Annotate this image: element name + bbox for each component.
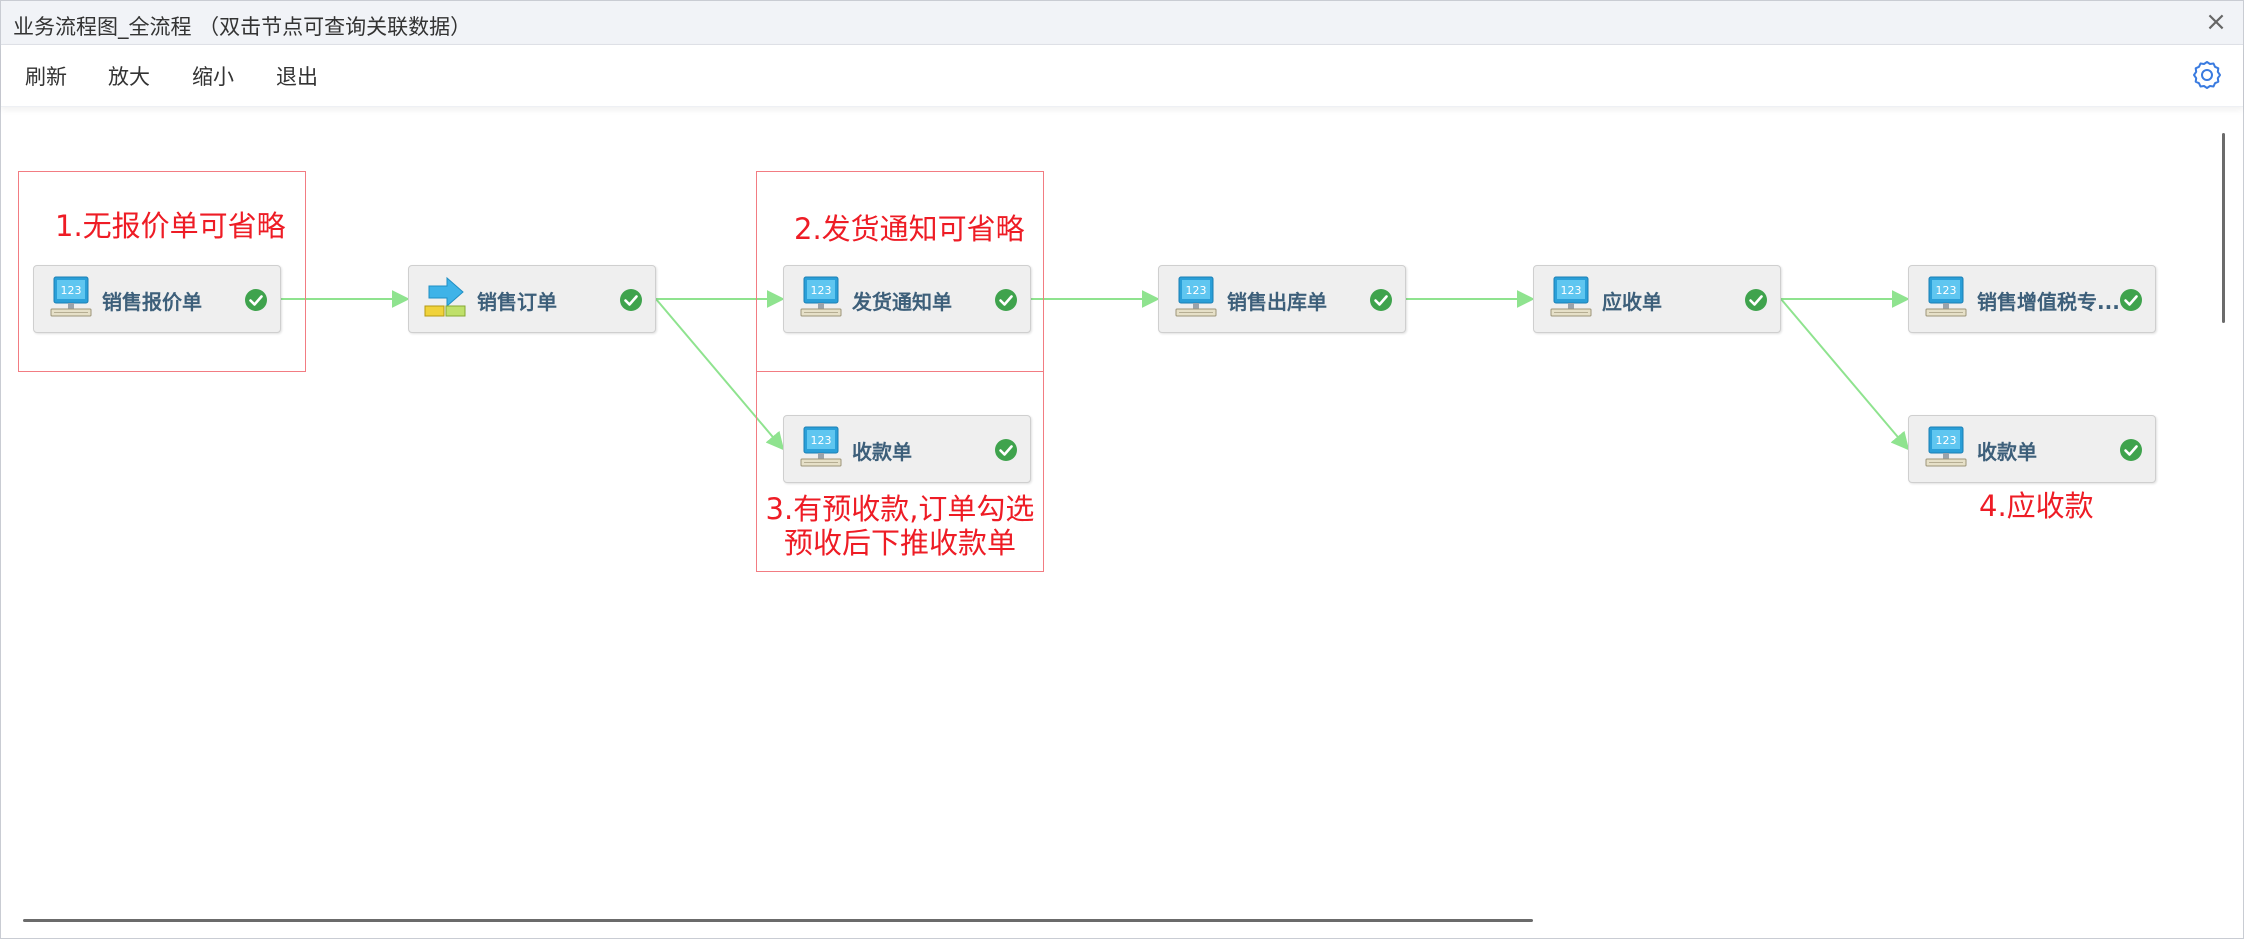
annotation-2: 2.发货通知可省略 <box>794 212 1025 246</box>
zoom-in-button[interactable]: 放大 <box>108 65 150 89</box>
svg-text:123: 123 <box>1936 284 1957 297</box>
node-label: 收款单 <box>852 440 912 464</box>
check-circle-icon <box>244 288 268 312</box>
svg-text:123: 123 <box>811 434 832 447</box>
node-label: 销售报价单 <box>102 290 202 314</box>
arrow-transfer-icon <box>423 274 469 320</box>
monitor-123-icon: 123 <box>1173 274 1219 320</box>
annotation-box-1 <box>18 171 306 372</box>
node-delivery-notice[interactable]: 123 发货通知单 <box>783 265 1031 333</box>
svg-text:123: 123 <box>61 284 82 297</box>
refresh-button[interactable]: 刷新 <box>25 65 67 89</box>
title-bar: 业务流程图_全流程 （双击节点可查询关联数据） × <box>1 1 2243 45</box>
check-circle-icon <box>1744 288 1768 312</box>
annotation-4: 4.应收款 <box>1979 489 2094 523</box>
node-sales-quote[interactable]: 123 销售报价单 <box>33 265 281 333</box>
exit-button[interactable]: 退出 <box>276 65 318 89</box>
check-circle-icon <box>994 288 1018 312</box>
annotation-3-line-1: 3.有预收款,订单勾选 <box>765 492 1035 526</box>
check-circle-icon <box>2119 288 2143 312</box>
monitor-123-icon: 123 <box>798 274 844 320</box>
edge-order-to-prereceipt <box>655 298 785 451</box>
zoom-out-button[interactable]: 缩小 <box>192 65 234 89</box>
node-label: 销售出库单 <box>1227 290 1327 314</box>
horizontal-scrollbar[interactable] <box>23 919 1533 922</box>
svg-text:123: 123 <box>811 284 832 297</box>
gear-icon[interactable] <box>2191 59 2223 91</box>
annotation-3: 3.有预收款,订单勾选 预收后下推收款单 <box>763 492 1037 560</box>
check-circle-icon <box>619 288 643 312</box>
check-circle-icon <box>1369 288 1393 312</box>
svg-text:123: 123 <box>1936 434 1957 447</box>
node-receivable[interactable]: 123 应收单 <box>1533 265 1781 333</box>
svg-text:123: 123 <box>1561 284 1582 297</box>
svg-text:123: 123 <box>1186 284 1207 297</box>
check-circle-icon <box>994 438 1018 462</box>
node-label: 应收单 <box>1602 290 1662 314</box>
monitor-123-icon: 123 <box>48 274 94 320</box>
node-label: 销售订单 <box>477 290 557 314</box>
monitor-123-icon: 123 <box>798 424 844 470</box>
window-title: 业务流程图_全流程 （双击节点可查询关联数据） <box>13 15 472 39</box>
check-circle-icon <box>2119 438 2143 462</box>
annotation-1: 1.无报价单可省略 <box>55 209 286 243</box>
edge-receivable-to-receipt <box>1780 298 1910 451</box>
monitor-123-icon: 123 <box>1923 424 1969 470</box>
toolbar: 刷新 放大 缩小 退出 <box>1 45 2243 107</box>
node-receipt[interactable]: 123 收款单 <box>1908 415 2156 483</box>
vertical-scrollbar[interactable] <box>2222 133 2225 323</box>
node-label: 发货通知单 <box>852 290 952 314</box>
node-vat-invoice[interactable]: 123 销售增值税专... <box>1908 265 2156 333</box>
node-sales-order[interactable]: 销售订单 <box>408 265 656 333</box>
flow-canvas[interactable]: 1.无报价单可省略 2.发货通知可省略 3.有预收款,订单勾选 预收后下推收款单… <box>1 108 2243 938</box>
monitor-123-icon: 123 <box>1548 274 1594 320</box>
annotation-box-3 <box>756 371 1044 572</box>
node-label: 销售增值税专... <box>1977 290 2120 314</box>
flow-edges <box>281 290 1910 451</box>
annotation-3-line-2: 预收后下推收款单 <box>783 526 1016 560</box>
close-button[interactable]: × <box>2205 7 2227 37</box>
node-sales-outbound[interactable]: 123 销售出库单 <box>1158 265 1406 333</box>
monitor-123-icon: 123 <box>1923 274 1969 320</box>
node-label: 收款单 <box>1977 440 2037 464</box>
node-prepayment-receipt[interactable]: 123 收款单 <box>783 415 1031 483</box>
